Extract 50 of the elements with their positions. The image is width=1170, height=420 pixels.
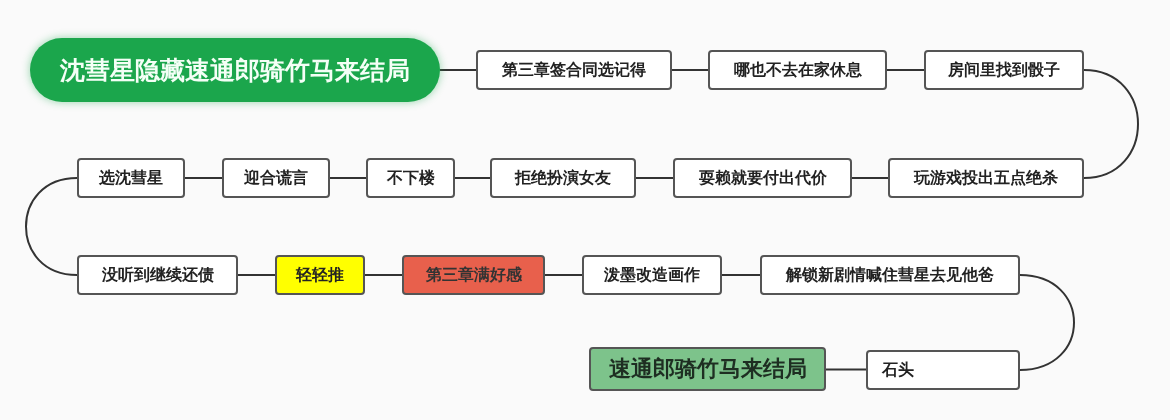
step-label: 解锁新剧情喊住彗星去见他爸 (786, 267, 994, 283)
step-label: 石头 (882, 362, 914, 378)
connector-line (851, 177, 889, 179)
step-label: 耍赖就要付出代价 (698, 170, 827, 186)
step-label: 迎合谎言 (244, 170, 308, 186)
step-label: 没听到继续还债 (101, 267, 214, 283)
connector-line (886, 69, 925, 71)
step-box (222, 158, 330, 198)
step-label: 第三章满好感 (425, 267, 522, 283)
connector-line (825, 368, 867, 371)
step-box (924, 50, 1084, 90)
connector-line (439, 69, 477, 71)
step-label: 房间里找到骰子 (948, 62, 1060, 78)
step-box (708, 50, 887, 90)
connector-line (364, 274, 403, 276)
step-label: 泼墨改造画作 (604, 267, 700, 283)
connector-line (454, 177, 491, 179)
step-box (866, 350, 1020, 390)
step-label: 不下楼 (386, 170, 435, 186)
start-pill (30, 38, 440, 102)
step-box (673, 158, 852, 198)
step-label: 沈彗星隐藏速通郎骑竹马来结局 (60, 57, 410, 83)
highlight-step-box (402, 255, 545, 295)
connector-line (329, 177, 367, 179)
step-box (888, 158, 1084, 198)
step-label: 拒绝扮演女友 (515, 170, 611, 186)
step-box (77, 255, 238, 295)
connector-line (237, 274, 276, 276)
highlight-step-box (275, 255, 365, 295)
step-label: 玩游戏投出五点绝杀 (914, 170, 1058, 186)
step-label: 速通郎骑竹马来结局 (608, 358, 807, 380)
step-box (490, 158, 636, 198)
step-label: 哪也不去在家休息 (733, 62, 862, 78)
connector-line (671, 69, 709, 71)
ending-box (589, 347, 826, 391)
step-box (476, 50, 672, 90)
step-box (366, 158, 455, 198)
connector-line (184, 177, 223, 179)
connector-line (1083, 69, 1139, 179)
step-box (77, 158, 185, 198)
connector-line (544, 274, 583, 276)
step-label: 轻轻推 (296, 267, 344, 283)
step-label: 第三章签合同选记得 (502, 62, 646, 78)
connector-line (25, 177, 78, 276)
step-label: 选沈彗星 (99, 170, 163, 186)
step-box (760, 255, 1020, 295)
connector-line (1019, 274, 1075, 371)
step-box (582, 255, 722, 295)
connector-line (635, 177, 674, 179)
connector-line (721, 274, 761, 276)
